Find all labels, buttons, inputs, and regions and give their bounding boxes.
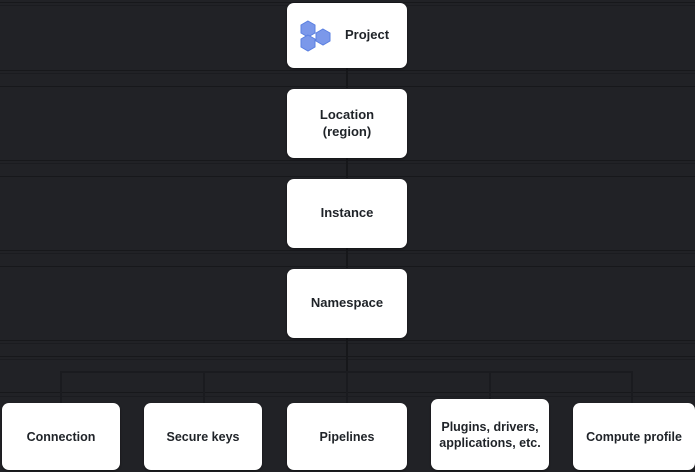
background-band-line	[0, 160, 695, 161]
connector-location-instance	[346, 158, 348, 178]
background-band-line	[0, 266, 695, 267]
node-connection-label: Connection	[26, 429, 96, 444]
connector-drop-pipelines	[346, 371, 348, 403]
background-band-line	[0, 392, 695, 393]
node-instance-label: Instance	[320, 205, 374, 221]
connector-drop-connection	[60, 371, 62, 403]
connector-drop-compute-profile	[631, 371, 633, 403]
background-band-line	[0, 163, 695, 164]
node-project-label: Project	[345, 27, 390, 43]
node-secure-keys[interactable]: Secure keys	[144, 403, 262, 470]
node-compute-profile-label: Compute profile	[586, 429, 682, 444]
connector-drop-secure-keys	[203, 371, 205, 403]
background-band-line	[0, 396, 695, 397]
connector-instance-namespace	[346, 248, 348, 268]
background-band-line	[0, 340, 695, 341]
node-pipelines[interactable]: Pipelines	[287, 403, 407, 470]
background-band-line	[0, 343, 695, 344]
node-namespace[interactable]: Namespace	[287, 269, 407, 338]
background-band-line	[0, 250, 695, 251]
node-location-label: Location (region)	[319, 106, 375, 139]
background-band-line	[0, 356, 695, 357]
node-project[interactable]: Project	[287, 3, 407, 68]
background-band-line	[0, 253, 695, 254]
node-connection[interactable]: Connection	[2, 403, 120, 470]
node-instance[interactable]: Instance	[287, 179, 407, 248]
background-band-line	[0, 73, 695, 74]
node-namespace-label: Namespace	[310, 295, 384, 311]
node-compute-profile[interactable]: Compute profile	[573, 403, 695, 470]
node-secure-keys-label: Secure keys	[166, 429, 240, 444]
background-band-line	[0, 70, 695, 71]
node-pipelines-label: Pipelines	[319, 429, 375, 444]
node-plugins-label: Plugins, drivers, applications, etc.	[439, 419, 541, 450]
connector-bus	[61, 371, 632, 373]
connector-project-location	[346, 68, 348, 88]
node-plugins[interactable]: Plugins, drivers, applications, etc.	[431, 399, 549, 470]
hexagon-cluster-icon	[299, 19, 333, 52]
background-band-line	[0, 176, 695, 177]
background-band-line	[0, 359, 695, 360]
background-band-line	[0, 86, 695, 87]
node-location[interactable]: Location (region)	[287, 89, 407, 158]
connector-namespace-stub	[346, 338, 348, 372]
